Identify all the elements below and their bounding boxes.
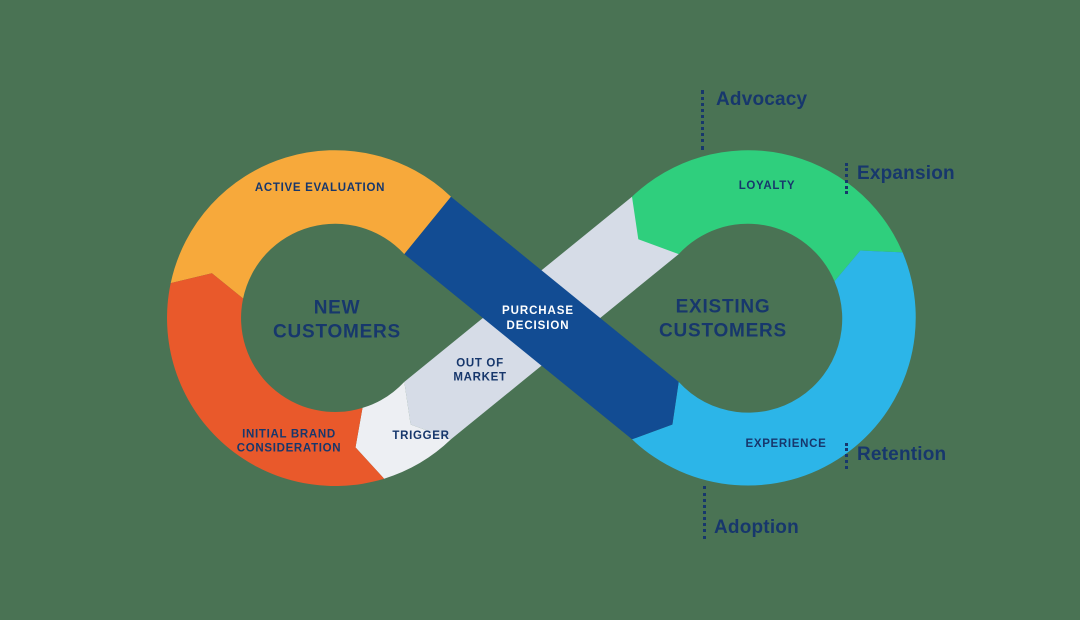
trigger-label: TRIGGER	[392, 429, 450, 442]
expansion-dotted-line	[845, 163, 848, 194]
retention-label: Retention	[857, 444, 947, 465]
adoption-label: Adoption	[714, 517, 799, 538]
new-customers-line1: NEW	[313, 297, 361, 319]
existing-customers-label: EXISTING CUSTOMERS	[659, 295, 787, 343]
initial-brand-line1: INITIAL BRAND	[242, 428, 336, 441]
existing-customers-line2: CUSTOMERS	[659, 320, 787, 341]
new-customers-label: NEW CUSTOMERS	[273, 296, 401, 344]
out-of-market-line2: MARKET	[453, 372, 507, 384]
experience-label: EXPERIENCE	[745, 437, 827, 450]
active-evaluation-segment-shape	[170, 150, 451, 299]
adoption-dotted-line	[703, 486, 706, 539]
purchase-decision-label: PURCHASE DECISION	[502, 304, 574, 334]
loyalty-segment-shape	[632, 150, 903, 282]
expansion-label: Expansion	[857, 163, 955, 184]
purchase-decision-line2: DECISION	[506, 320, 570, 332]
new-customers-line2: CUSTOMERS	[273, 321, 401, 342]
trigger-segment-shape	[355, 381, 451, 479]
loyalty-label: LOYALTY	[738, 179, 796, 192]
purchase-decision-line1: PURCHASE	[502, 305, 574, 318]
existing-customers-line1: EXISTING	[675, 296, 771, 318]
initial-brand-line2: CONSIDERATION	[236, 443, 342, 455]
experience-segment-shape	[632, 250, 916, 486]
out-of-market-line1: OUT OF	[456, 357, 504, 370]
initial-brand-consideration-label: INITIAL BRAND CONSIDERATION	[237, 428, 342, 457]
purchase-decision-band-shape	[404, 196, 679, 440]
advocacy-label: Advocacy	[716, 89, 808, 110]
advocacy-dotted-line	[701, 90, 704, 150]
retention-dotted-line	[845, 443, 848, 469]
active-evaluation-label: ACTIVE EVALUATION	[254, 181, 386, 194]
initial-brand-consideration-segment-shape	[167, 273, 385, 487]
out-of-market-label: OUT OF MARKET	[453, 357, 506, 386]
